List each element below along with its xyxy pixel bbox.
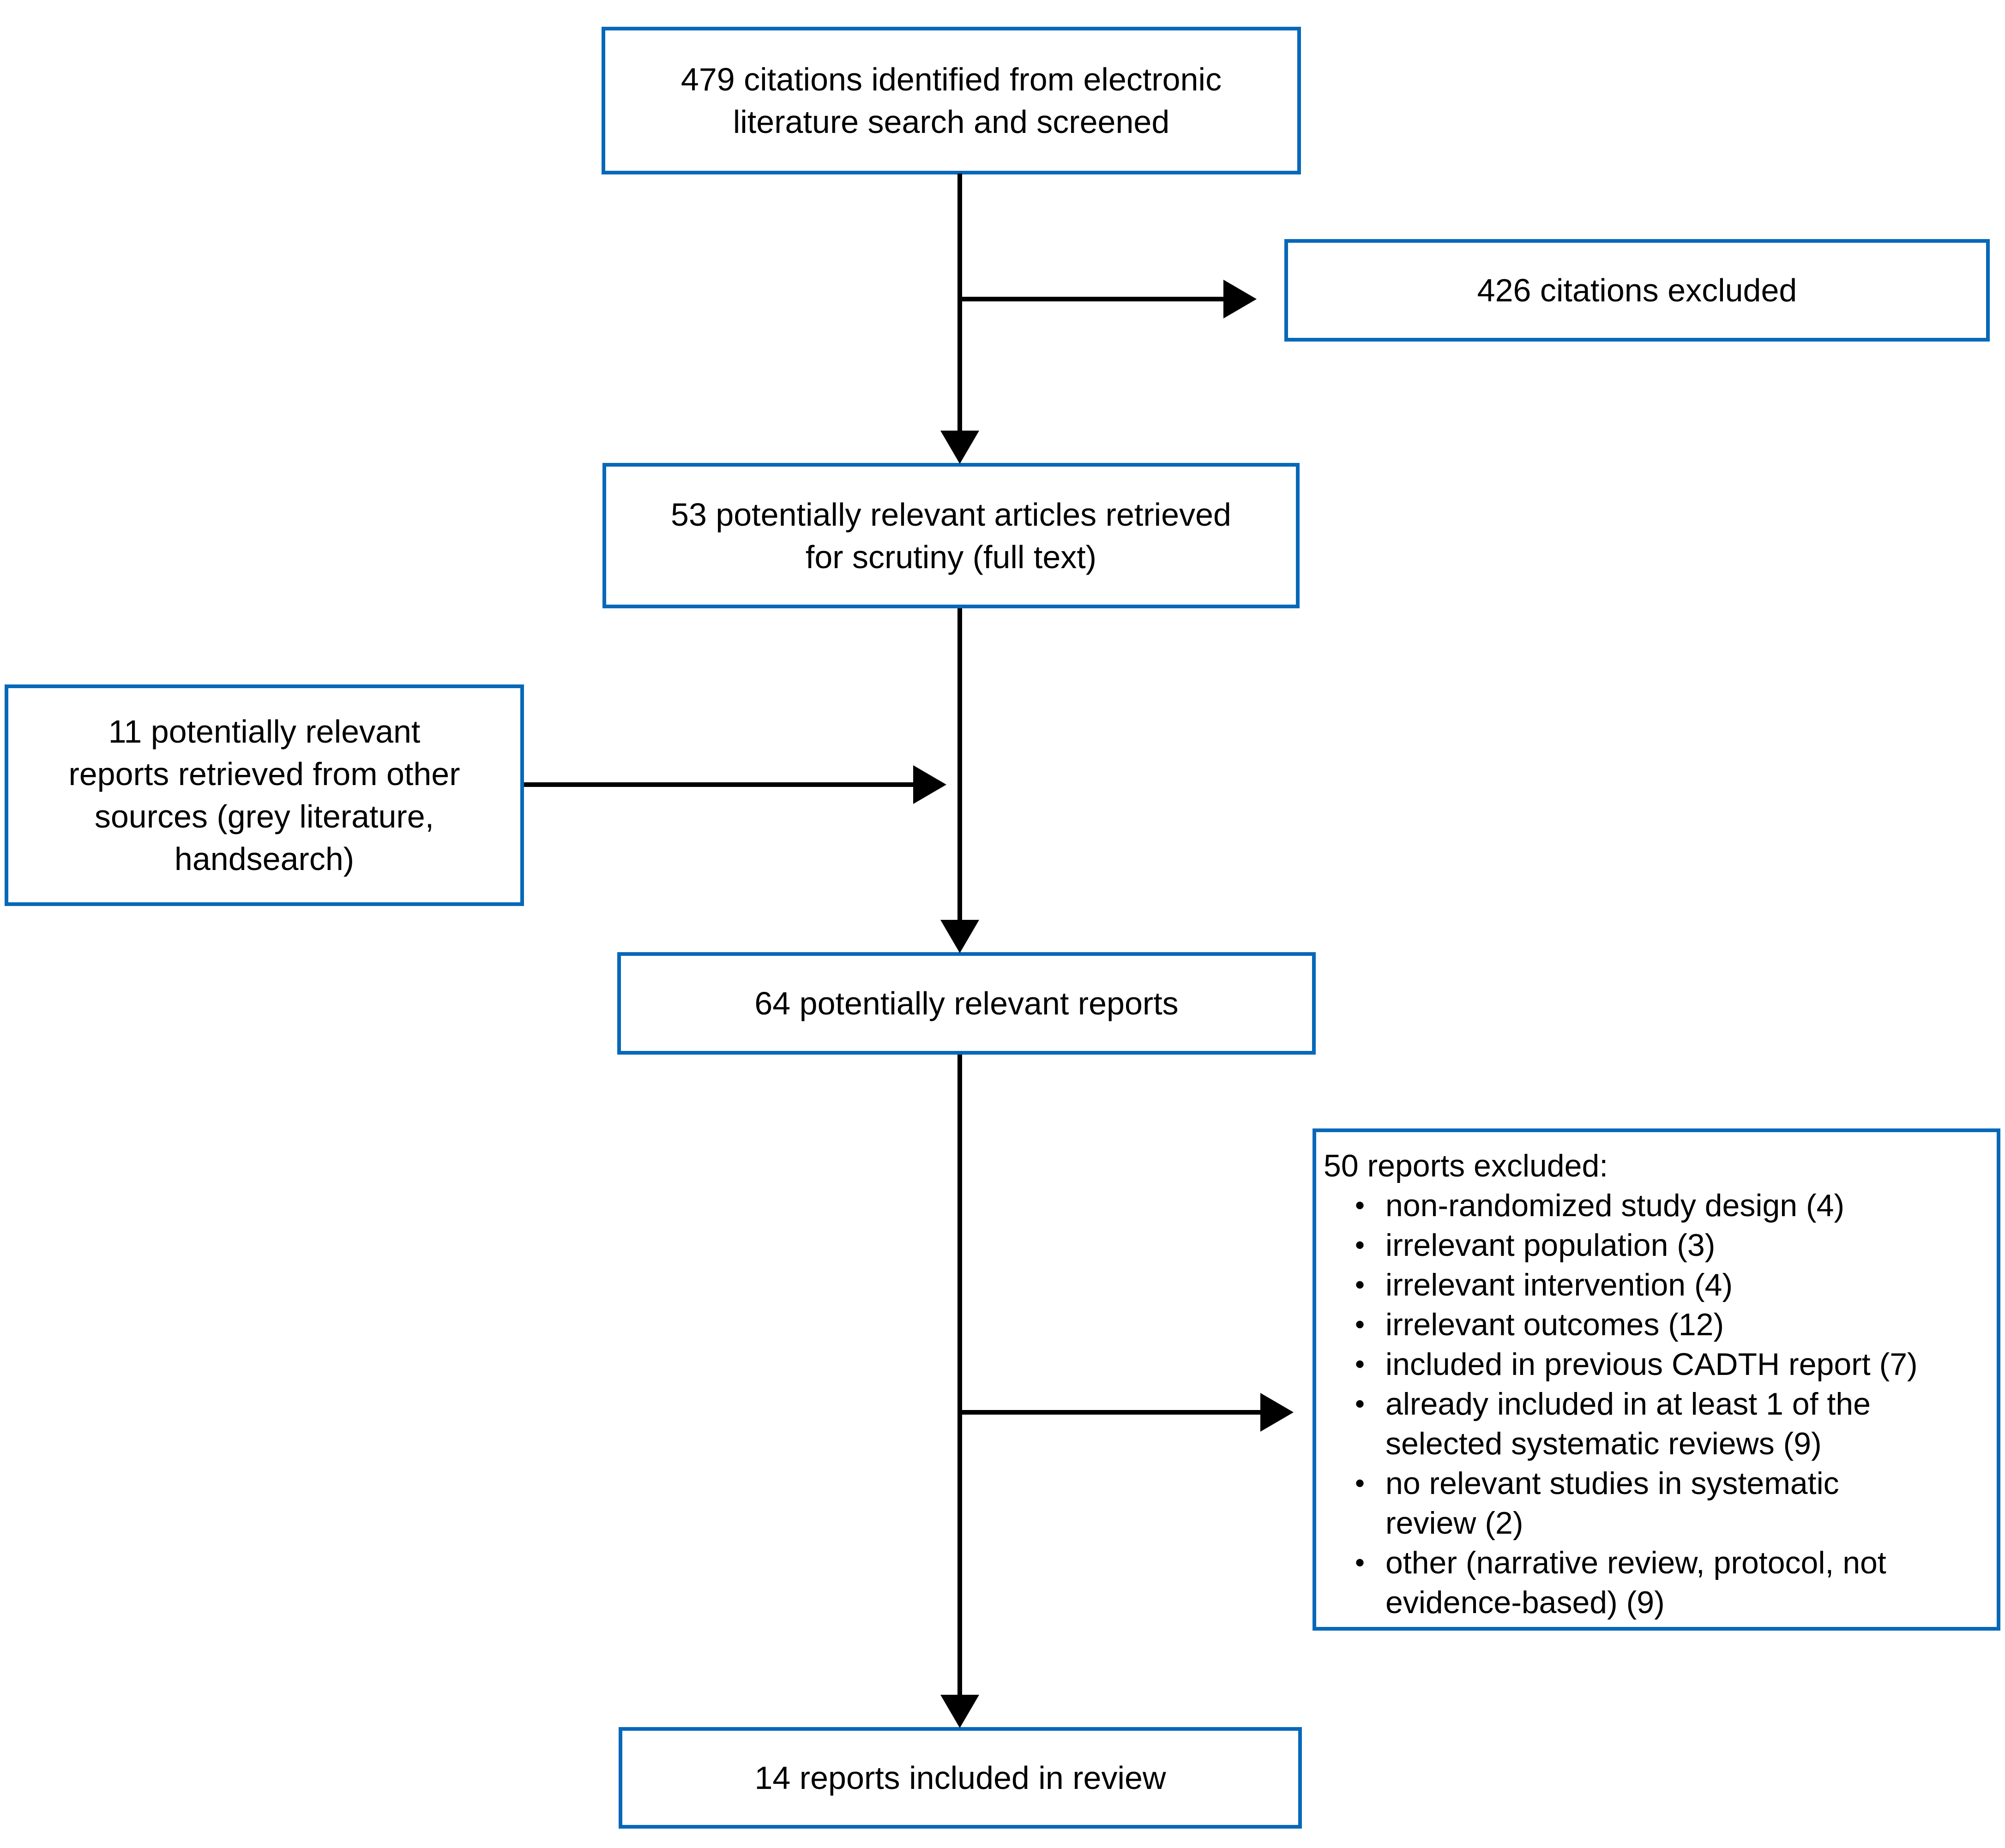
arrow-line-to-citations-excluded <box>957 297 1223 301</box>
box-citations-screened: 479 citations identified from electronic… <box>602 27 1301 174</box>
arrow-line-combined-to-included <box>957 1055 962 1695</box>
box-reports-other-sources: 11 potentially relevant reports retrieve… <box>5 684 524 906</box>
excluded-reason-item: non-randomized study design (4) <box>1355 1186 1951 1225</box>
arrow-down-icon <box>940 920 979 953</box>
arrow-down-icon <box>940 1695 979 1728</box>
excluded-reason-text: included in previous CADTH report (7) <box>1385 1347 1918 1382</box>
excluded-reason-text: irrelevant population (3) <box>1385 1228 1716 1263</box>
arrow-right-icon <box>1260 1393 1294 1432</box>
reports-excluded-title: 50 reports excluded: <box>1324 1148 1608 1183</box>
excluded-reason-text: irrelevant outcomes (12) <box>1385 1307 1724 1342</box>
arrow-down-icon <box>940 431 979 464</box>
box-potentially-relevant-reports: 64 potentially relevant reports <box>617 952 1316 1055</box>
arrow-line-other-sources-to-combined <box>524 782 913 787</box>
excluded-reason-text: no relevant studies in systematic review… <box>1385 1466 1839 1541</box>
box-citations-excluded: 426 citations excluded <box>1284 239 1990 342</box>
arrow-right-icon <box>913 765 946 804</box>
box-articles-retrieved-fulltext-text: 53 potentially relevant articles retriev… <box>671 496 1231 575</box>
box-reports-other-sources-text: 11 potentially relevant reports retrieve… <box>68 714 460 877</box>
excluded-reason-item: already included in at least 1 of the se… <box>1355 1384 1951 1464</box>
box-reports-excluded: 50 reports excluded: non-randomized stud… <box>1313 1128 2000 1631</box>
excluded-reason-item: no relevant studies in systematic review… <box>1355 1464 1951 1543</box>
arrow-line-to-reports-excluded <box>957 1410 1260 1415</box>
excluded-reason-text: non-randomized study design (4) <box>1385 1188 1845 1223</box>
excluded-reason-text: irrelevant intervention (4) <box>1385 1267 1733 1302</box>
box-reports-included: 14 reports included in review <box>619 1727 1302 1829</box>
box-potentially-relevant-reports-text: 64 potentially relevant reports <box>754 985 1179 1021</box>
box-reports-included-text: 14 reports included in review <box>754 1760 1166 1796</box>
box-citations-screened-text: 479 citations identified from electronic… <box>680 61 1222 140</box>
excluded-reason-item: irrelevant outcomes (12) <box>1355 1305 1951 1344</box>
box-citations-excluded-text: 426 citations excluded <box>1477 272 1797 308</box>
arrow-right-icon <box>1223 280 1257 318</box>
excluded-reason-item: irrelevant population (3) <box>1355 1225 1951 1265</box>
excluded-reason-text: other (narrative review, protocol, not e… <box>1385 1545 1886 1620</box>
box-articles-retrieved-fulltext: 53 potentially relevant articles retriev… <box>602 463 1300 608</box>
excluded-reason-item: other (narrative review, protocol, not e… <box>1355 1543 1951 1622</box>
excluded-reason-item: included in previous CADTH report (7) <box>1355 1344 1951 1384</box>
excluded-reason-item: irrelevant intervention (4) <box>1355 1265 1951 1305</box>
excluded-reasons-list: non-randomized study design (4) irrelevan… <box>1324 1186 1951 1622</box>
arrow-line-fulltext-to-combined <box>957 608 962 920</box>
arrow-line-screened-to-fulltext <box>957 174 962 431</box>
excluded-reason-text: already included in at least 1 of the se… <box>1385 1386 1871 1461</box>
